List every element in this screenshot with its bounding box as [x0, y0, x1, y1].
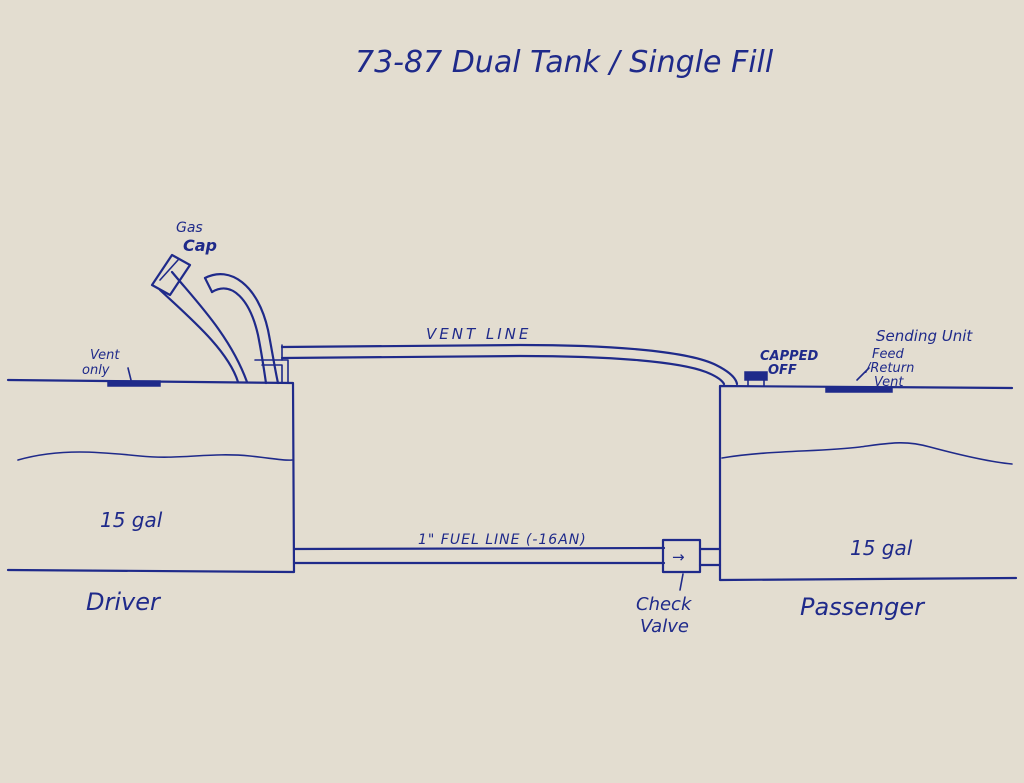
driver-tank-outline	[6, 378, 296, 574]
vent-only-pointer	[127, 367, 132, 381]
gas-cap-label-2: Cap	[183, 236, 217, 255]
capped-off-label-2: OFF	[768, 363, 797, 378]
check-valve	[661, 538, 702, 591]
driver-vent-fitting	[107, 380, 161, 387]
capped-off-fitting	[744, 371, 768, 381]
sending-unit-pointer	[856, 367, 870, 381]
vent-line-label: VENT LINE	[426, 325, 531, 343]
vent-only-label-2: only	[82, 363, 110, 378]
passenger-capacity: 15 gal	[850, 536, 913, 560]
sending-unit-label-1: Sending Unit	[876, 327, 973, 345]
passenger-tank	[718, 367, 1018, 582]
check-valve-label-1: Check	[636, 594, 693, 615]
gas-cap-label-1: Gas	[176, 220, 203, 236]
check-valve-symbol: →	[672, 548, 685, 566]
fuel-line-label: 1" FUEL LINE (-16AN)	[418, 532, 587, 548]
driver-label: Driver	[86, 588, 162, 616]
driver-capacity: 15 gal	[100, 508, 163, 532]
gas-cap-icon	[150, 253, 192, 297]
fuel-line	[292, 546, 722, 567]
filler-neck	[158, 270, 289, 385]
sending-unit-label-2: Feed	[872, 347, 904, 362]
driver-fuel-level	[17, 451, 293, 461]
driver-tank	[6, 367, 296, 574]
vent-line	[280, 343, 739, 386]
passenger-fuel-level	[721, 442, 1013, 465]
sending-unit-fitting	[825, 386, 893, 393]
passenger-label: Passenger	[800, 593, 926, 621]
capped-off-label-1: CAPPED	[760, 349, 819, 364]
diagram-title: 73-87 Dual Tank / Single Fill	[355, 45, 774, 80]
check-valve-label-2: Valve	[640, 616, 689, 637]
sending-unit-label-3: /Return	[865, 361, 914, 376]
vent-only-label-1: Vent	[90, 348, 120, 363]
sending-unit-label-4: Vent	[874, 375, 904, 390]
